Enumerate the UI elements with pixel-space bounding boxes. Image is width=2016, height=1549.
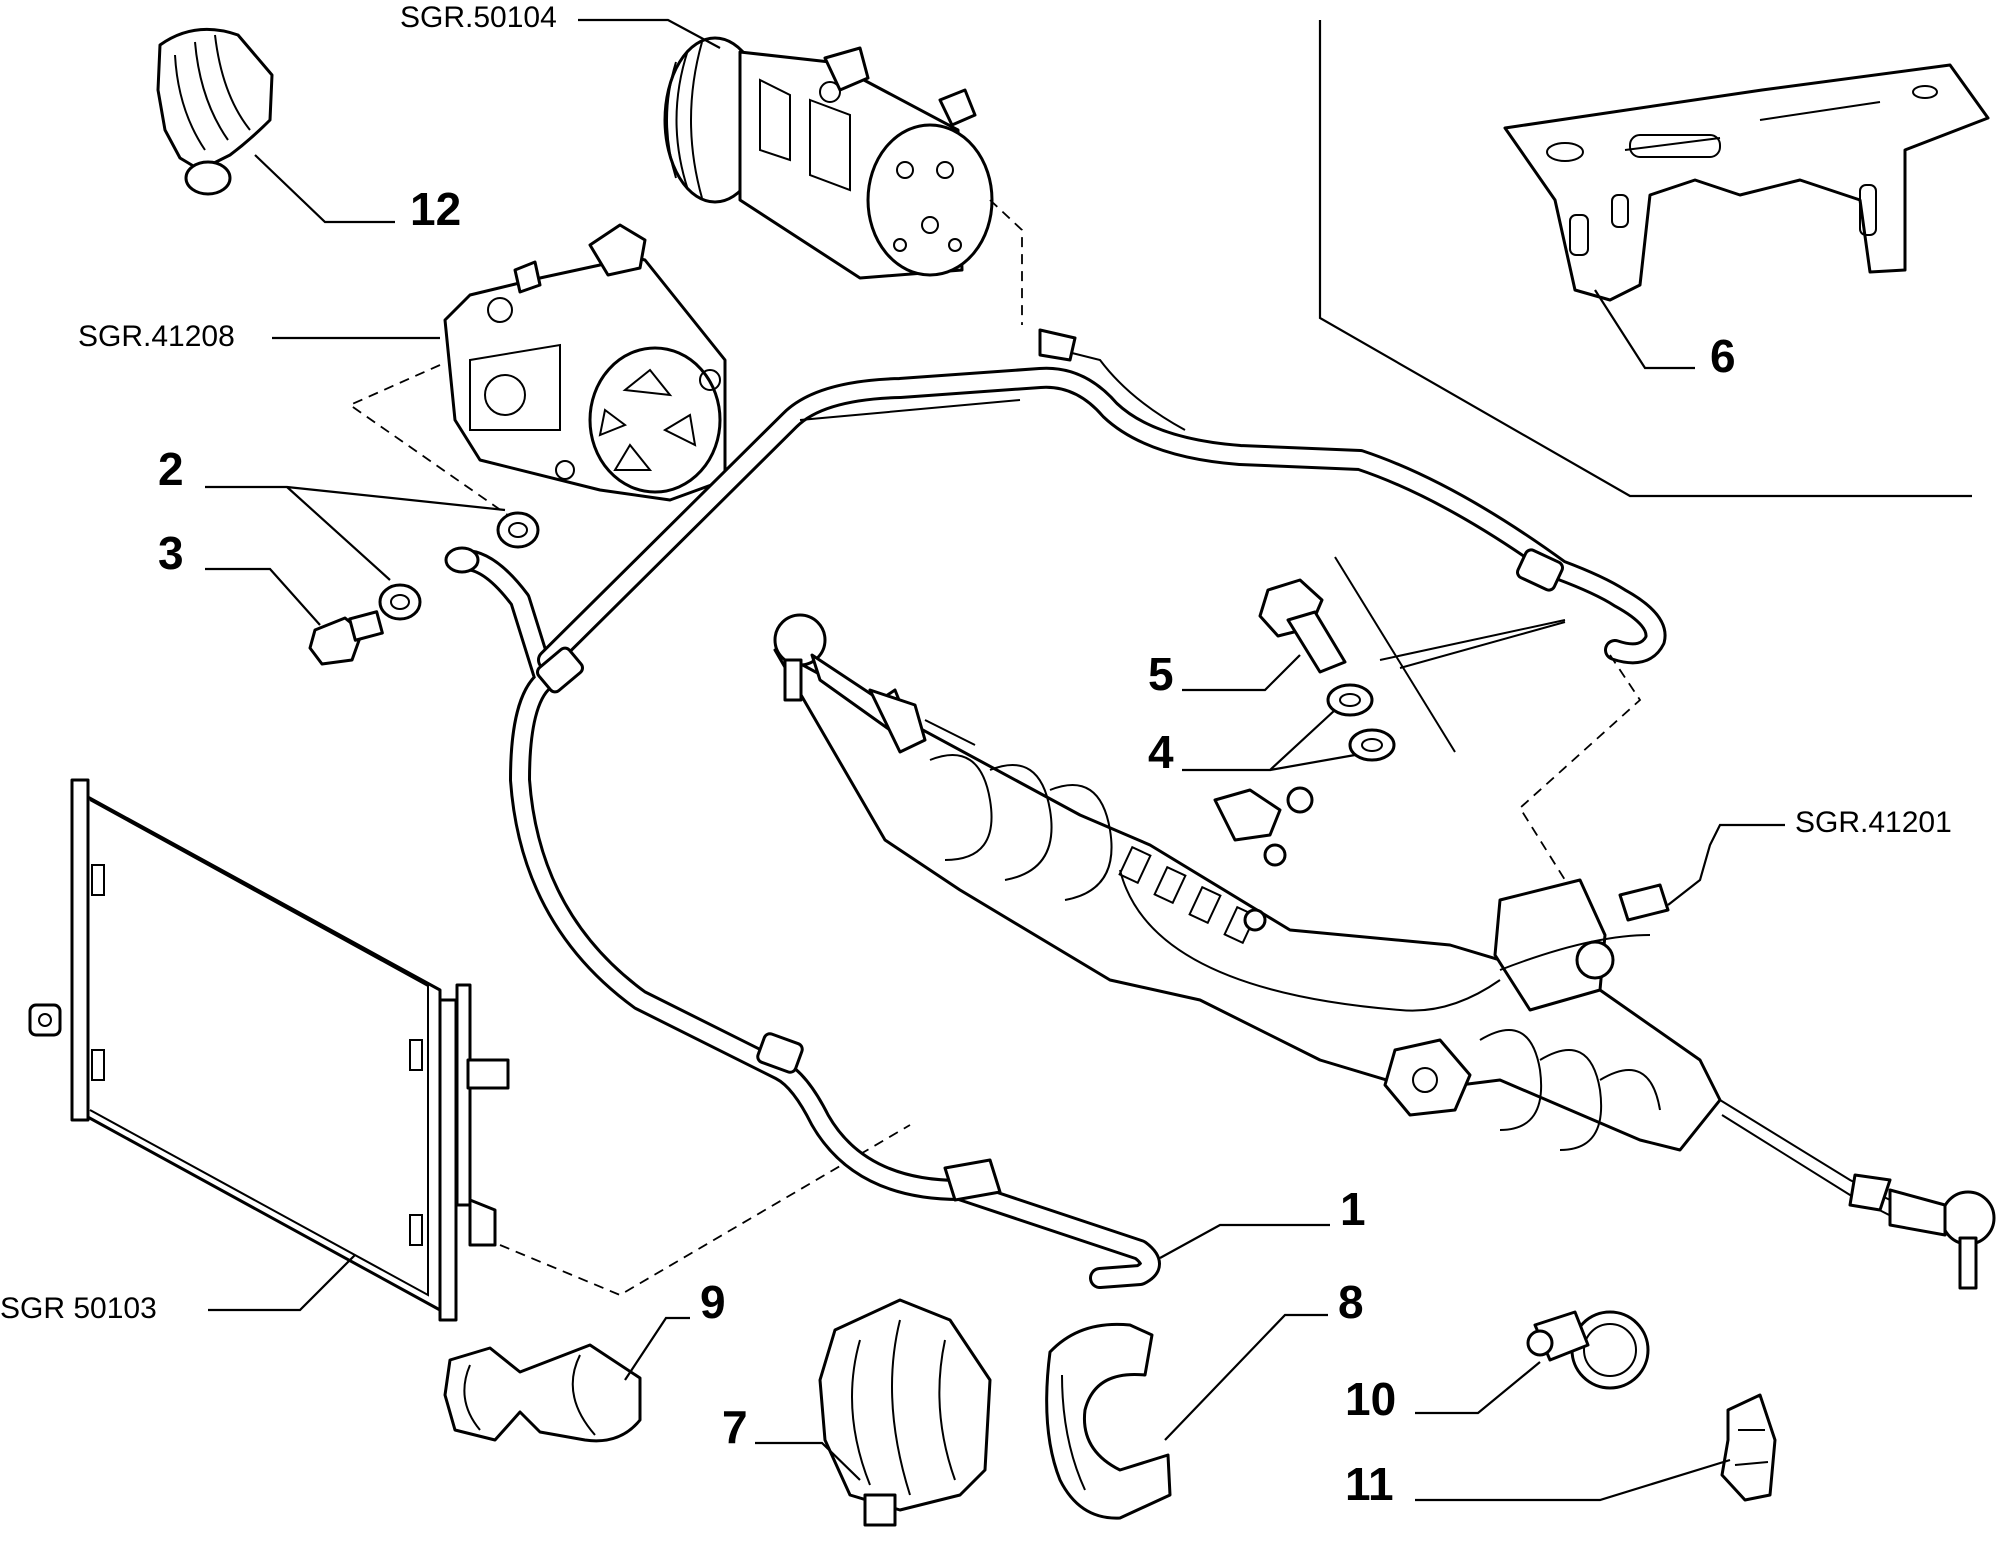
steering-rack-part — [773, 648, 1785, 1152]
seal-exploded-lines — [1334, 556, 1566, 753]
callout-4: 4 — [1148, 726, 1174, 778]
bracket-part — [1503, 63, 1990, 370]
label-pump-ref: SGR.41208 — [78, 320, 235, 353]
callout-12: 12 — [410, 183, 461, 235]
condenser-dashed-leader — [499, 1124, 911, 1297]
callout-10: 10 — [1345, 1373, 1396, 1425]
clamp-7 — [755, 1298, 992, 1527]
callout-9: 9 — [700, 1276, 726, 1328]
callout-3: 3 — [158, 527, 184, 579]
callout-11: 11 — [1345, 1458, 1394, 1510]
bolt-3 — [205, 567, 384, 666]
callout-8: 8 — [1338, 1276, 1364, 1328]
callout-1: 1 — [1340, 1183, 1366, 1235]
label-condenser-ref: SGR 50103 — [0, 1292, 157, 1325]
callout-6: 6 — [1710, 330, 1736, 382]
tie-rod-left — [773, 613, 976, 754]
clip-12 — [156, 27, 395, 224]
label-compressor-ref: SGR.50104 — [400, 1, 557, 34]
clip-11 — [1415, 1393, 1777, 1502]
condenser-part — [28, 778, 510, 1322]
compressor-dashed-leader — [989, 199, 1023, 325]
bolt-5 — [1182, 578, 1347, 692]
callout-2: 2 — [158, 443, 184, 495]
pump-part — [272, 223, 727, 502]
tie-rod-right — [1719, 1099, 1996, 1290]
bracket-inset-frame — [1318, 20, 1972, 498]
washers-2 — [205, 485, 540, 621]
clamp-9 — [443, 1316, 690, 1443]
callout-7: 7 — [722, 1401, 748, 1453]
rack-dashed-leader — [1518, 654, 1642, 881]
compressor-part — [578, 18, 994, 280]
clamp-8 — [1045, 1313, 1328, 1520]
label-rack-ref: SGR.41201 — [1795, 806, 1952, 839]
callout-5: 5 — [1148, 648, 1174, 700]
clip-10 — [1415, 1310, 1650, 1415]
pump-dashed-leaders — [348, 364, 523, 526]
hose-assembly — [444, 328, 1667, 1289]
seal-rings-4 — [1182, 683, 1396, 772]
